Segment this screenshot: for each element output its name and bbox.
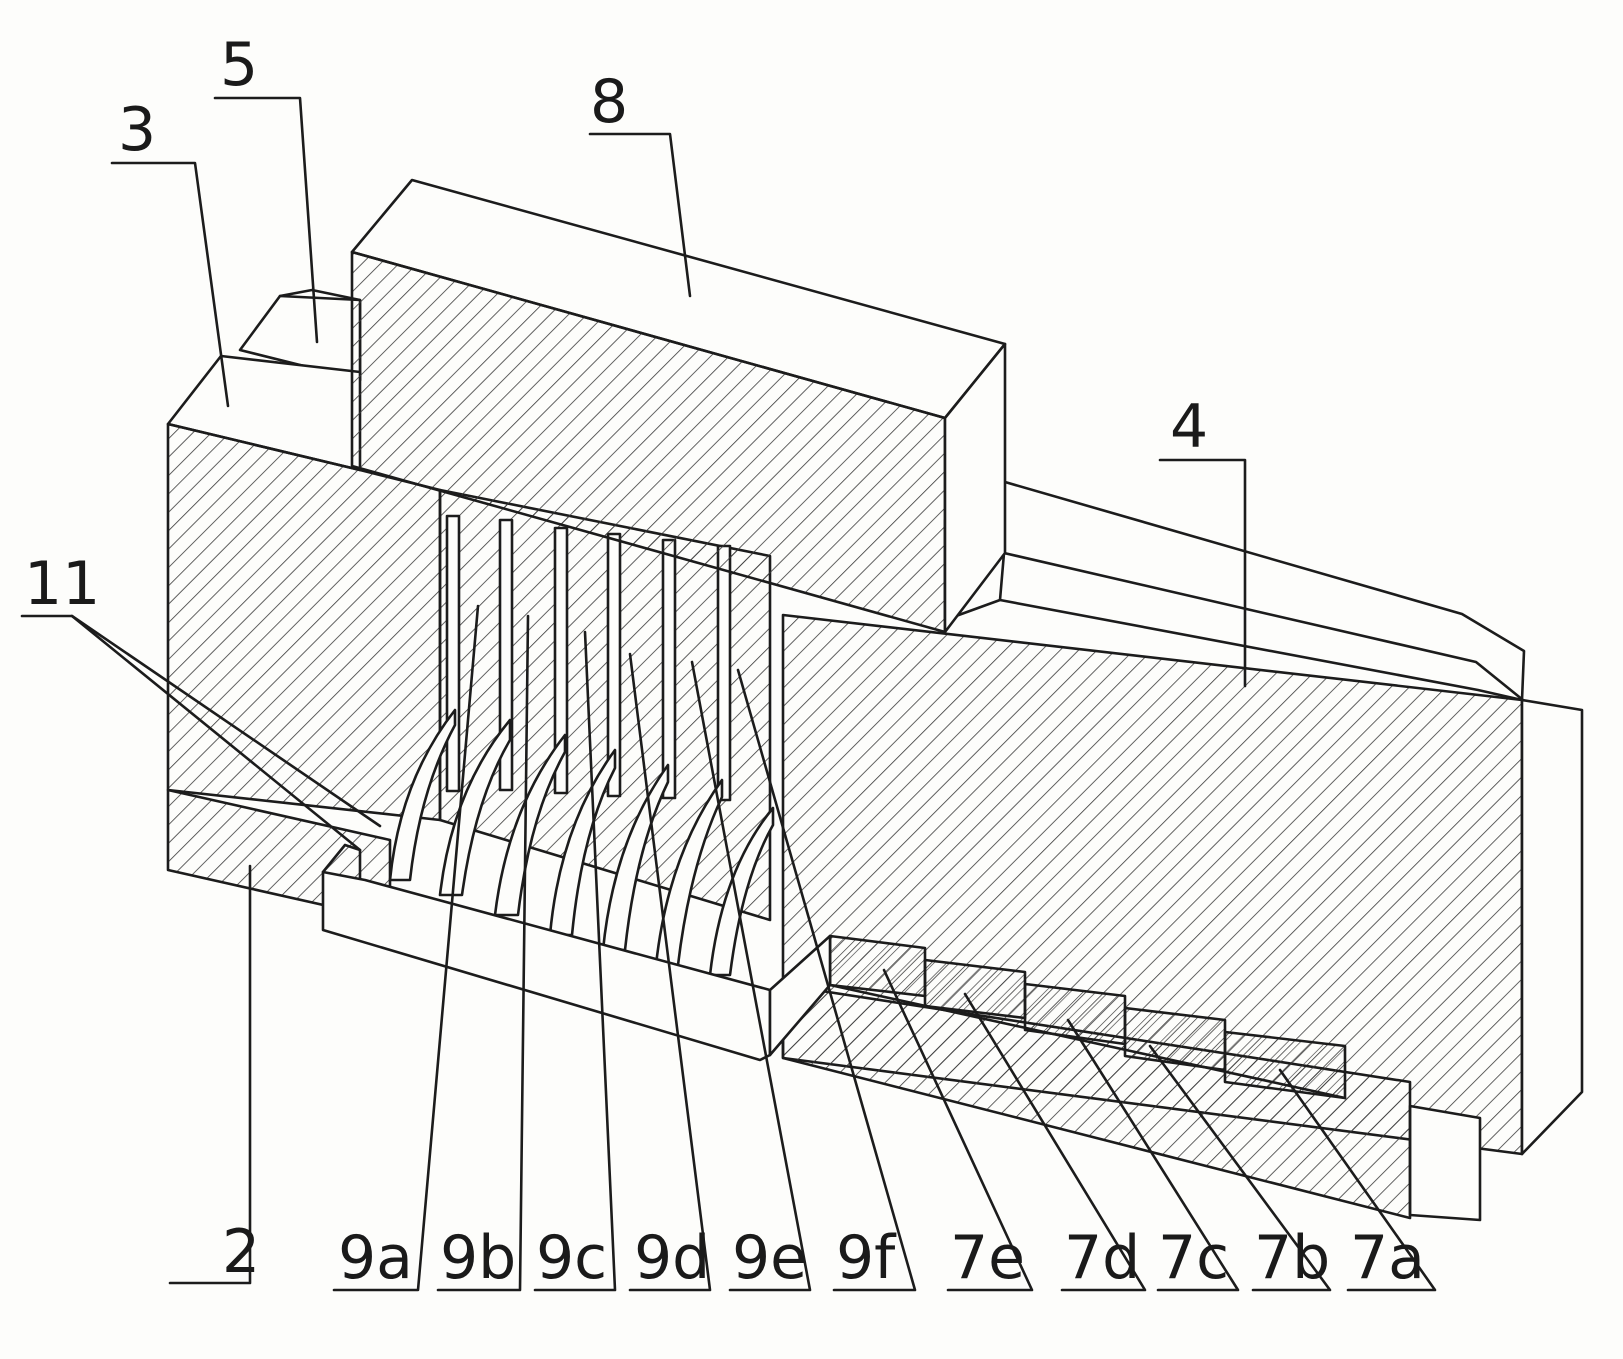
label-5: 5 xyxy=(220,30,258,100)
label-7c: 7c xyxy=(1158,1223,1229,1293)
label-7b: 7b xyxy=(1254,1223,1330,1293)
label-7d: 7d xyxy=(1064,1223,1140,1293)
label-7e: 7e xyxy=(950,1223,1025,1293)
part-5-block xyxy=(238,288,362,382)
label-9e: 9e xyxy=(732,1223,807,1293)
part-8-block xyxy=(350,178,1007,634)
label-4: 4 xyxy=(1170,392,1208,462)
label-9f: 9f xyxy=(836,1223,897,1293)
label-2: 2 xyxy=(222,1217,260,1287)
label-7a: 7a xyxy=(1350,1223,1425,1293)
labels: 3 5 8 4 11 2 9a 9b 9c 9d 9e 9f 7e 7d 7c … xyxy=(24,30,1425,1293)
label-9a: 9a xyxy=(338,1223,413,1293)
part-3-block xyxy=(166,354,442,922)
label-9b: 9b xyxy=(440,1223,516,1293)
fin-region xyxy=(321,488,832,1062)
leader-lines xyxy=(20,96,1437,1292)
label-8: 8 xyxy=(590,67,628,137)
curved-blades xyxy=(388,708,775,977)
label-3: 3 xyxy=(118,95,156,165)
label-9c: 9c xyxy=(536,1223,607,1293)
label-9d: 9d xyxy=(634,1223,710,1293)
part-4-body xyxy=(781,613,1584,1222)
label-11: 11 xyxy=(24,549,100,619)
